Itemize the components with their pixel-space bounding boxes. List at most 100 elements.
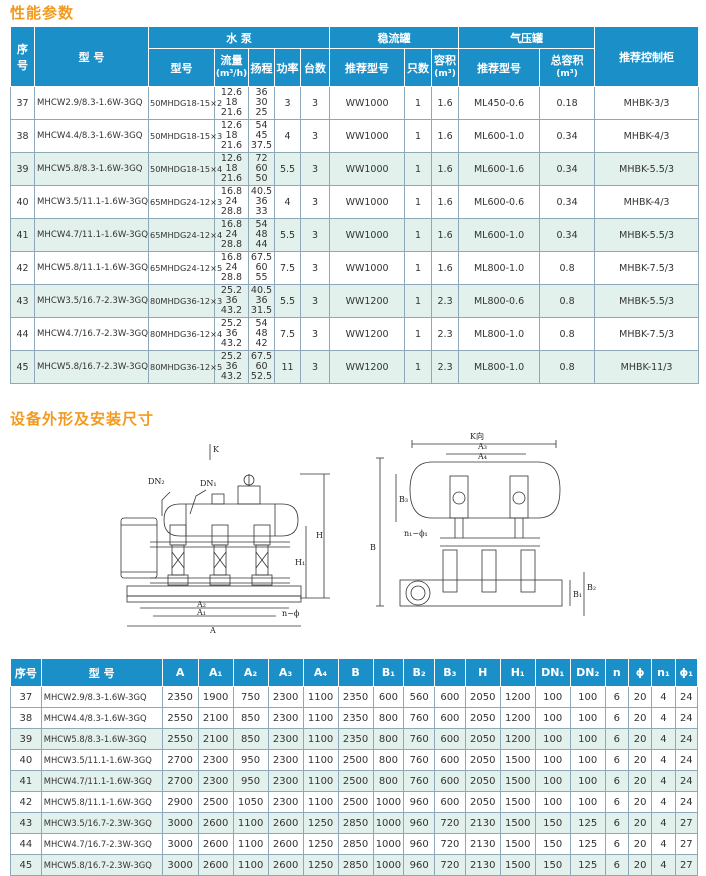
- header-tank-qty: 只数: [404, 48, 433, 87]
- dims-cell: 800: [372, 770, 405, 792]
- dims-cell: 1000: [372, 854, 405, 876]
- dims-cell: 4: [651, 749, 676, 771]
- dims-cell: 45: [10, 854, 42, 876]
- dims-cell: 1500: [499, 791, 536, 813]
- svg-text:DN₂: DN₂: [148, 477, 165, 486]
- cell-model: MHCW2.9/8.3-1.6W-3GQ: [34, 86, 149, 120]
- dims-cell: 600: [434, 770, 466, 792]
- svg-text:B₂: B₂: [587, 583, 596, 592]
- pump-2: [209, 524, 231, 586]
- dims-cell: 2300: [267, 707, 304, 729]
- dims-cell: 2130: [464, 812, 501, 834]
- dims-header: DN₂: [569, 658, 606, 687]
- cell-power: 4: [274, 119, 301, 153]
- installation-drawing: K DN₂ DN₁ H₁ H A₂ A₁ A n−ϕ K向 A₃ A₄ B₃ B…: [120, 431, 596, 635]
- dims-cell: 850: [232, 707, 269, 729]
- dims-cell: 1250: [302, 833, 339, 855]
- dims-cell: 1000: [372, 833, 405, 855]
- cell-pump: 50MHDG18-15×2: [148, 86, 222, 120]
- svg-text:DN₁: DN₁: [200, 479, 217, 488]
- dims-cell: 27: [674, 812, 699, 834]
- cell-tank: WW1000: [329, 185, 406, 219]
- dims-cell: 42: [10, 791, 42, 813]
- dims-cell: 2300: [197, 770, 234, 792]
- section-title-performance: 性能参数: [10, 4, 75, 22]
- dims-cell: 3000: [161, 854, 199, 876]
- svg-text:A₄: A₄: [477, 452, 487, 461]
- dims-cell: 1250: [302, 854, 339, 876]
- dims-header: H₁: [499, 658, 536, 687]
- cell-count: 3: [299, 350, 331, 384]
- cell-vol: 1.6: [431, 152, 460, 186]
- header-power: 功率: [274, 48, 301, 87]
- cell-seq: 42: [10, 251, 35, 285]
- dims-cell: 2100: [197, 728, 234, 750]
- cell-model: MHCW5.8/8.3-1.6W-3GQ: [34, 152, 149, 186]
- header-tank-model: 推荐型号: [329, 48, 406, 87]
- dims-cell: 6: [604, 854, 630, 876]
- dims-cell: 1500: [499, 770, 536, 792]
- cell-power: 5.5: [274, 284, 301, 318]
- cell-power: 7.5: [274, 251, 301, 285]
- dims-cell: 125: [569, 812, 606, 834]
- cell-count: 3: [299, 119, 331, 153]
- dims-cell: 1000: [372, 812, 405, 834]
- drawing-labels: K DN₂ DN₁ H₁ H A₂ A₁ A n−ϕ K向 A₃ A₄ B₃ B…: [148, 431, 596, 635]
- dims-cell: 2700: [161, 749, 199, 771]
- cell-qty: 1: [404, 317, 433, 351]
- dims-cell: 960: [403, 833, 436, 855]
- dims-cell: 100: [534, 707, 571, 729]
- cell-count: 3: [299, 251, 331, 285]
- dims-cell: 100: [569, 791, 606, 813]
- cell-power: 3: [274, 86, 301, 120]
- cell-model: MHCW5.8/16.7-2.3W-3GQ: [34, 350, 149, 384]
- dims-cell: 20: [627, 854, 653, 876]
- dims-cell: 1100: [302, 791, 339, 813]
- dims-cell: 800: [372, 707, 405, 729]
- header-pressure-tank-group: 气压罐: [458, 26, 596, 49]
- cell-press: ML600-1.0: [458, 218, 541, 252]
- dims-cell: 1200: [499, 686, 536, 708]
- svg-text:B: B: [370, 543, 376, 552]
- cell-press: ML800-1.0: [458, 317, 541, 351]
- cell-vol: 1.6: [431, 251, 460, 285]
- dims-cell: 20: [627, 770, 653, 792]
- dims-cell: 6: [604, 770, 630, 792]
- dims-cell: 950: [232, 770, 269, 792]
- dims-cell: 20: [627, 686, 653, 708]
- dims-cell: 1100: [232, 854, 269, 876]
- dims-cell: 2350: [337, 686, 374, 708]
- cell-press: ML600-1.6: [458, 152, 541, 186]
- cell-pvol: 0.34: [539, 152, 596, 186]
- dims-cell: 720: [434, 854, 466, 876]
- cell-seq: 38: [10, 119, 35, 153]
- dims-cell: 600: [434, 728, 466, 750]
- dims-cell: 2850: [337, 812, 374, 834]
- cell-cab: MHBK-5.5/3: [594, 218, 700, 252]
- dims-cell: 40: [10, 749, 42, 771]
- cell-tank: WW1000: [329, 119, 406, 153]
- cell-seq: 40: [10, 185, 35, 219]
- front-view: [120, 444, 330, 627]
- dims-cell: 4: [651, 770, 676, 792]
- dims-cell: 27: [674, 833, 699, 855]
- cell-pump: 50MHDG18-15×3: [148, 119, 222, 153]
- dims-cell: 44: [10, 833, 42, 855]
- svg-text:K: K: [213, 445, 220, 454]
- dims-cell: 760: [403, 749, 436, 771]
- dims-cell: 2900: [161, 791, 199, 813]
- pump-3: [251, 524, 273, 586]
- dims-cell: 1500: [499, 749, 536, 771]
- dims-cell: 6: [604, 707, 630, 729]
